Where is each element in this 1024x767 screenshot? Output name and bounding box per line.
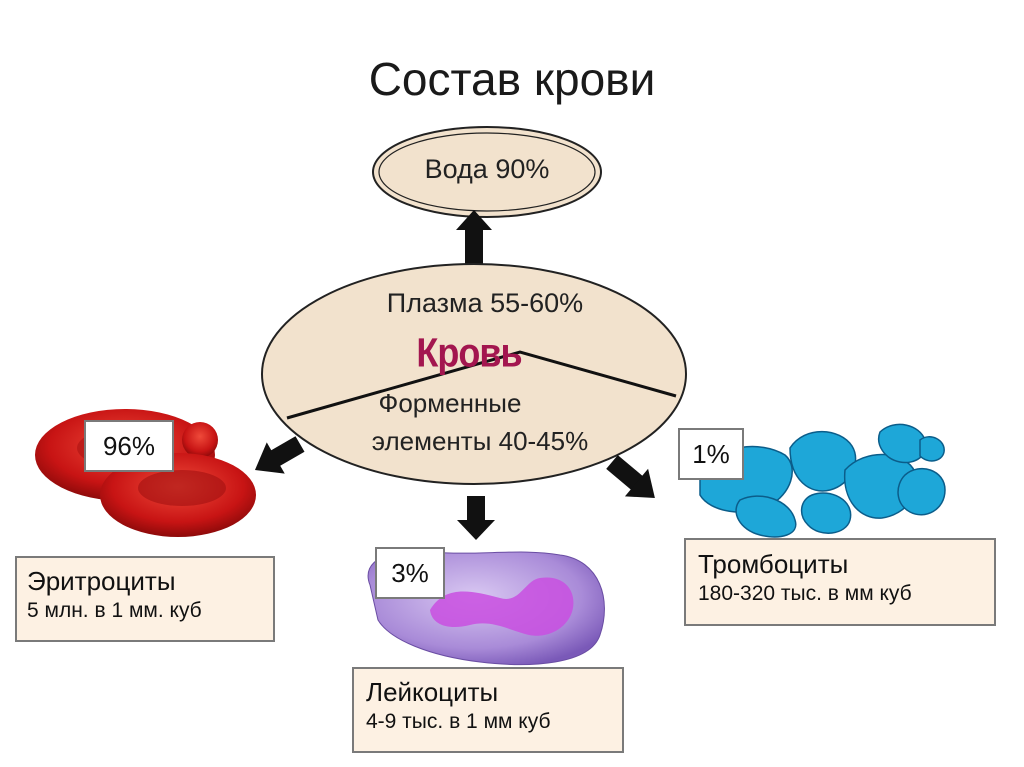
erythrocytes-detail: 5 млн. в 1 мм. куб bbox=[27, 599, 202, 622]
blood-center-label: Кровь bbox=[416, 329, 522, 376]
leukocytes-name: Лейкоциты bbox=[366, 677, 499, 707]
erythrocytes-name: Эритроциты bbox=[27, 566, 176, 596]
water-label: Вода 90% bbox=[424, 154, 550, 184]
erythrocytes-info-box: Эритроциты 5 млн. в 1 мм. куб bbox=[15, 556, 275, 642]
platelets-detail: 180-320 тыс. в мм куб bbox=[698, 582, 912, 605]
platelets-info-box: Тромбоциты 180-320 тыс. в мм куб bbox=[684, 538, 996, 626]
platelets-percent-badge: 1% bbox=[678, 428, 744, 480]
platelets-name: Тромбоциты bbox=[698, 549, 849, 579]
leukocytes-detail: 4-9 тыс. в 1 мм куб bbox=[366, 710, 551, 733]
leukocytes-percent-badge: 3% bbox=[375, 547, 445, 599]
erythrocytes-percent-badge: 96% bbox=[84, 420, 174, 472]
arrow-up-icon bbox=[456, 210, 492, 266]
arrow-left-icon bbox=[254, 436, 305, 474]
leukocytes-info-box: Лейкоциты 4-9 тыс. в 1 мм куб bbox=[352, 667, 624, 753]
arrow-right-icon bbox=[606, 455, 655, 498]
water-oval bbox=[372, 126, 602, 218]
plasma-label: Плазма 55-60% bbox=[386, 288, 584, 318]
formed-elements-label-line2: элементы 40-45% bbox=[371, 426, 589, 456]
slide-title: Состав крови bbox=[368, 53, 656, 105]
formed-elements-label-line1: Форменные bbox=[378, 388, 522, 418]
blood-oval bbox=[261, 263, 687, 485]
arrow-down-icon bbox=[457, 496, 495, 540]
